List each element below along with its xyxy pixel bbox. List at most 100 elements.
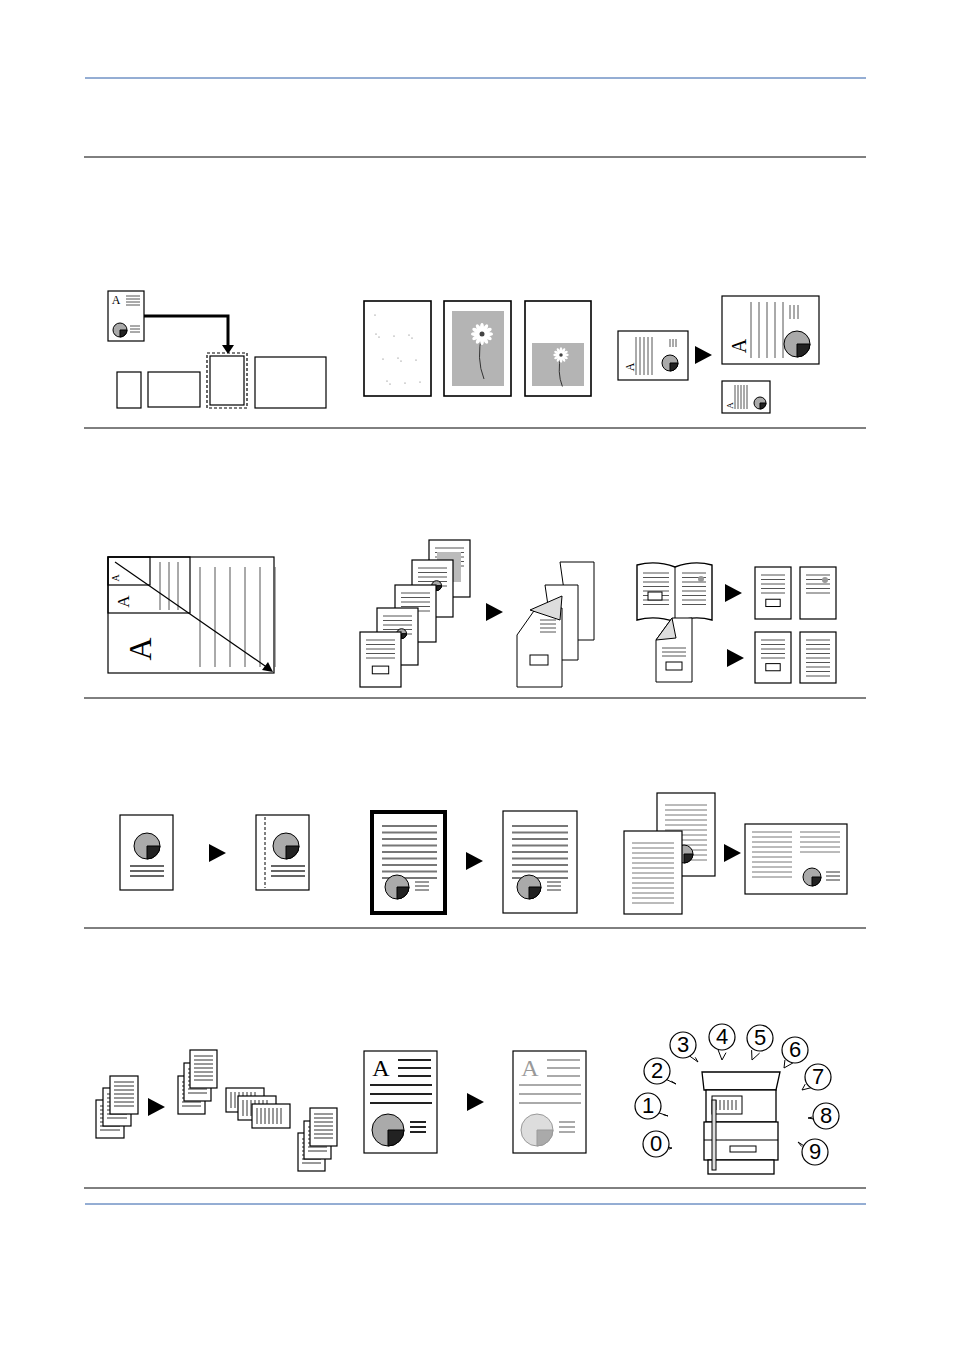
line (648, 337, 649, 375)
pie-chart (754, 397, 766, 409)
line (540, 628, 556, 629)
line (632, 878, 674, 879)
line (366, 640, 395, 641)
line (724, 1100, 725, 1110)
line (728, 1100, 729, 1110)
line (761, 575, 785, 576)
page-curl (656, 618, 676, 640)
line (308, 1147, 327, 1148)
line (800, 832, 840, 833)
pie-wedge (812, 877, 821, 886)
line (632, 893, 674, 894)
line (194, 1056, 213, 1057)
callout-number: 3 (677, 1034, 689, 1056)
pie-chart (134, 833, 160, 859)
arrow-head (486, 603, 503, 621)
dot (411, 337, 412, 338)
line (260, 567, 261, 667)
line (230, 567, 231, 667)
line (271, 870, 305, 872)
page-outline (618, 331, 688, 380)
line (114, 1086, 134, 1087)
line (302, 1163, 321, 1164)
line (806, 593, 830, 594)
callout-bubble (813, 1103, 839, 1129)
pie-wedge (286, 846, 299, 859)
line (383, 616, 412, 617)
line (370, 1093, 432, 1095)
line (84, 1188, 866, 1189)
line (761, 579, 785, 580)
line (643, 582, 669, 583)
line (265, 1108, 266, 1124)
page-outline (800, 567, 836, 619)
page-outline (190, 1050, 217, 1088)
line (643, 604, 669, 605)
line (269, 1108, 270, 1124)
line (761, 593, 785, 594)
line (84, 698, 866, 699)
line (277, 1108, 278, 1124)
line (632, 883, 674, 884)
line (783, 302, 784, 358)
callout-tail (718, 1050, 726, 1060)
line (512, 871, 568, 873)
line (775, 302, 776, 358)
line (676, 339, 677, 347)
page-outline (210, 356, 244, 405)
line (759, 302, 760, 358)
line (519, 1102, 581, 1104)
page-outline (712, 1100, 716, 1170)
dot (378, 336, 379, 337)
line (382, 832, 437, 834)
line (194, 1060, 213, 1061)
page-outline (503, 811, 577, 913)
line (632, 888, 674, 889)
page-outline (755, 632, 791, 683)
line (114, 1098, 134, 1099)
line (308, 1151, 327, 1152)
dot (382, 358, 383, 359)
line (800, 842, 840, 843)
line (806, 649, 830, 650)
line (747, 385, 748, 409)
line (194, 1080, 213, 1081)
line (547, 890, 561, 891)
line (512, 845, 568, 847)
page-outline (364, 1051, 437, 1153)
arrow-head (725, 584, 742, 602)
callout-number: 4 (716, 1026, 728, 1048)
sample-letter: A (521, 1056, 538, 1080)
line (215, 567, 216, 667)
line (370, 1102, 432, 1104)
line (800, 847, 840, 848)
pie-wedge (797, 344, 810, 357)
line (752, 837, 792, 838)
line (682, 604, 706, 605)
line (194, 1064, 213, 1065)
line (643, 577, 669, 578)
line (761, 588, 785, 589)
line (806, 671, 830, 672)
line (85, 1204, 866, 1205)
line (662, 652, 686, 653)
line (401, 602, 430, 603)
sample-letter: A (112, 294, 121, 306)
arrow-head (467, 1093, 484, 1111)
line (643, 586, 669, 587)
line (751, 302, 752, 358)
line (194, 1068, 213, 1069)
flower-centre (480, 332, 485, 337)
line (366, 653, 395, 654)
line (418, 568, 447, 569)
line (366, 649, 395, 650)
line (806, 662, 830, 663)
line (314, 1118, 333, 1119)
page-outline (730, 1146, 756, 1152)
line (744, 385, 745, 409)
line (665, 830, 707, 831)
line (366, 658, 395, 659)
line (370, 1084, 432, 1086)
page-outline (452, 311, 504, 386)
line (547, 1075, 580, 1077)
